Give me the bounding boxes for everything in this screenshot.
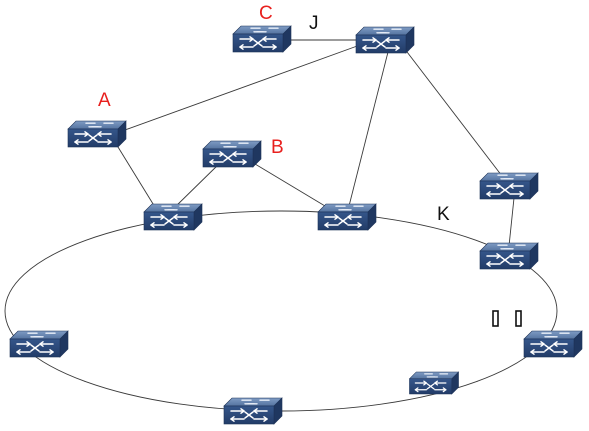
label-b: B <box>271 137 284 158</box>
links <box>117 39 515 247</box>
blocked-port-marker-icon <box>515 310 522 327</box>
switch-ring-west-icon <box>9 330 69 358</box>
switch-right-icon <box>479 172 539 200</box>
ring-link <box>4 210 558 412</box>
link-b-ring-mid <box>244 157 336 213</box>
blocked-port-marker-icon <box>492 310 499 327</box>
label-j: J <box>309 13 319 34</box>
switch-c-icon <box>232 25 292 53</box>
link-core-right <box>403 47 503 177</box>
link-a-core <box>124 44 361 131</box>
switch-core-icon <box>355 26 415 54</box>
label-a: A <box>98 90 111 111</box>
switches <box>9 25 583 425</box>
switch-b-icon <box>202 140 262 168</box>
blocked-port-markers <box>492 310 522 327</box>
switch-ring-southeast-icon <box>408 371 460 395</box>
link-right-ring-right <box>508 197 515 247</box>
label-k: K <box>437 204 450 225</box>
link-a-ring-left <box>117 146 159 213</box>
switch-ring-south-icon <box>223 397 283 425</box>
link-core-ring-mid <box>347 51 389 211</box>
switch-ring-right-icon <box>479 242 539 270</box>
label-c: C <box>259 3 273 24</box>
switch-ring-mid-icon <box>317 203 377 231</box>
switch-ring-east-icon <box>523 330 583 358</box>
switch-a-icon <box>67 120 127 148</box>
switch-ring-left-icon <box>143 203 203 231</box>
link-b-ring-left <box>171 161 222 211</box>
